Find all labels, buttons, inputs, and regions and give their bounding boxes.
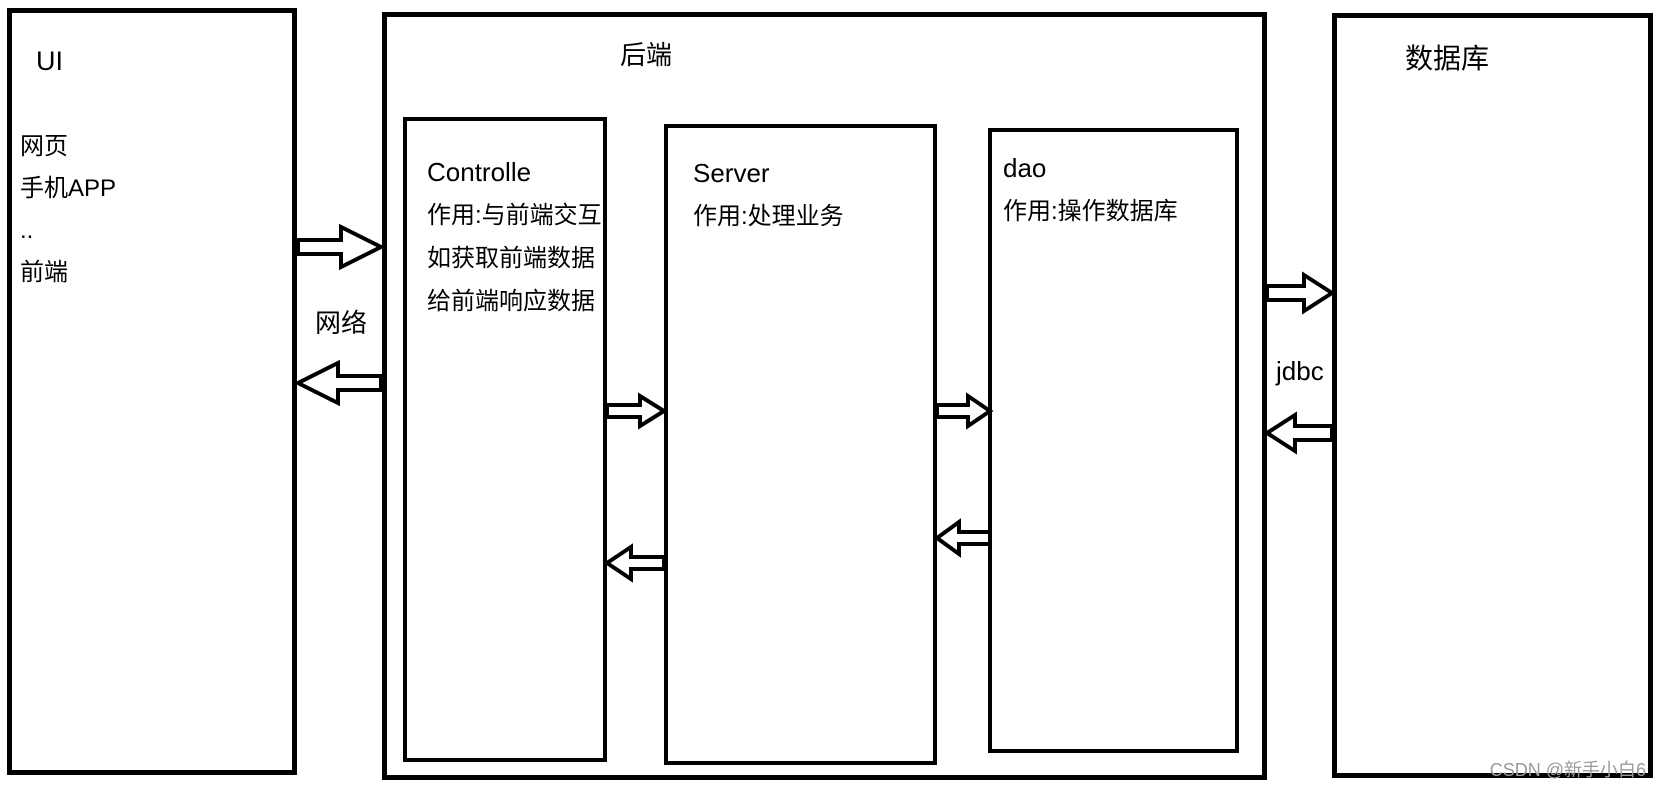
arrow-ui-to-backend [296, 223, 386, 271]
backend-box-title: 后端 [620, 40, 673, 70]
dao-title: dao [1003, 153, 1047, 183]
csdn-watermark: CSDN @新手小白6 [1489, 760, 1646, 780]
ui-box-title: UI [36, 46, 63, 76]
arrow-database-to-backend [1263, 411, 1334, 455]
dao-box [988, 128, 1239, 753]
controller-title: Controlle [427, 157, 532, 187]
arrow-backend-to-database [1265, 271, 1336, 315]
ui-box [7, 8, 297, 775]
controller-desc-line: 作用:与前端交互 [427, 202, 602, 229]
ui-item-list: 网页 手机APP .. 前端 [20, 126, 116, 294]
database-box [1332, 13, 1653, 778]
controller-desc-line: 如获取前端数据 [427, 245, 595, 272]
server-desc-line: 作用:处理业务 [693, 203, 844, 230]
jdbc-label: jdbc [1276, 356, 1324, 386]
arrow-server-to-controller [603, 543, 666, 583]
ui-item-ellipsis: .. [20, 217, 34, 244]
dao-text: dao 作用:操作数据库 [1003, 147, 1178, 233]
network-label: 网络 [315, 308, 368, 338]
database-box-title: 数据库 [1405, 43, 1490, 74]
arrow-controller-to-server [605, 392, 668, 430]
ui-item-mobile-app: 手机APP [20, 175, 117, 202]
server-title: Server [693, 158, 770, 188]
controller-desc-line: 给前端响应数据 [427, 288, 595, 315]
dao-desc-line: 作用:操作数据库 [1003, 198, 1178, 225]
ui-item-webpage: 网页 [20, 133, 68, 160]
ui-item-frontend: 前端 [20, 259, 68, 286]
controller-text: Controlle 作用:与前端交互 如获取前端数据 给前端响应数据 [427, 151, 602, 323]
server-box [664, 124, 937, 765]
arrow-dao-to-server [933, 518, 992, 558]
server-text: Server 作用:处理业务 [693, 152, 844, 238]
arrow-server-to-dao [935, 392, 994, 430]
controller-box [403, 117, 607, 762]
arrow-backend-to-ui [293, 359, 383, 407]
